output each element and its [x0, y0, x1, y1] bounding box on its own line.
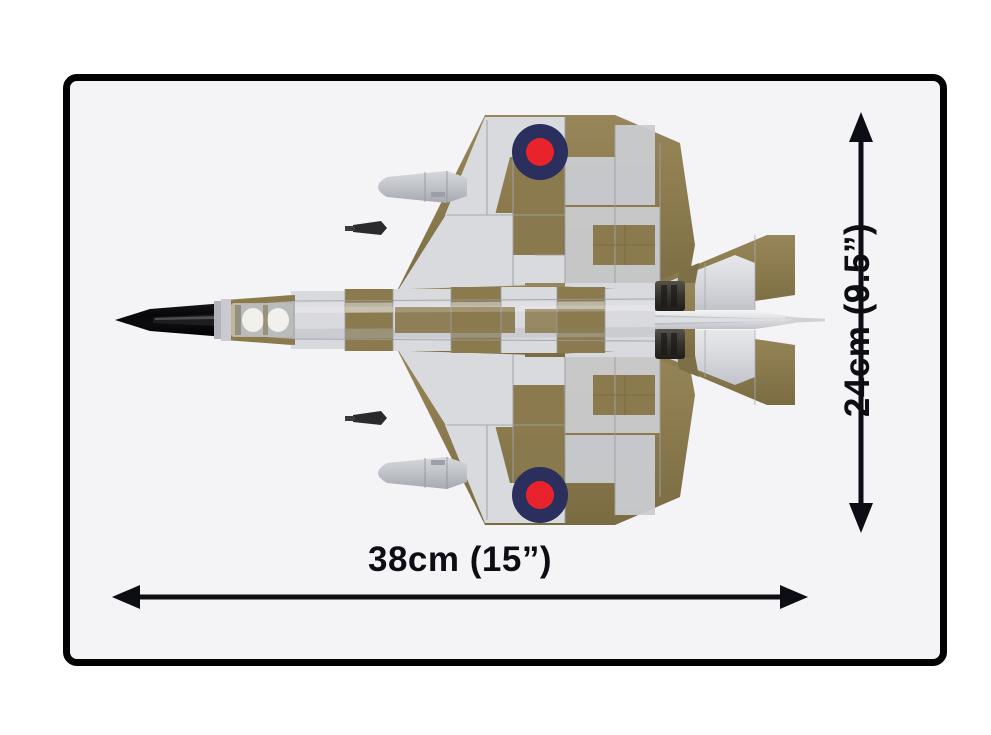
lower-exhaust-nozzle	[655, 329, 685, 359]
lower-roundel	[512, 467, 568, 523]
tail-probe	[785, 317, 835, 323]
lower-external-fuel-tank	[378, 457, 467, 489]
width-dimension-annotation: 38cm (15”)	[110, 540, 810, 610]
width-dimension-arrow	[112, 585, 808, 609]
upper-wing	[395, 115, 695, 300]
fuselage	[225, 285, 656, 355]
upper-external-fuel-tank	[378, 171, 467, 203]
tail-missile-rail	[655, 317, 795, 323]
width-dimension-label: 38cm (15”)	[368, 540, 552, 579]
nose-collar	[214, 299, 231, 341]
height-dimension-annotation: 24cm (9.5”)	[798, 110, 908, 535]
upper-wing-pylon-missile	[345, 221, 387, 235]
aircraft-top-view-svg	[115, 115, 835, 525]
upper-roundel	[512, 124, 568, 180]
height-dimension-arrow	[849, 112, 873, 533]
nose-radome	[115, 303, 225, 337]
cockpit-canopy	[235, 301, 295, 339]
f4-phantom-model-photo	[95, 95, 835, 545]
lower-wing	[395, 340, 695, 525]
upper-exhaust-nozzle	[655, 281, 685, 311]
lower-wing-pylon-missile	[345, 411, 387, 425]
